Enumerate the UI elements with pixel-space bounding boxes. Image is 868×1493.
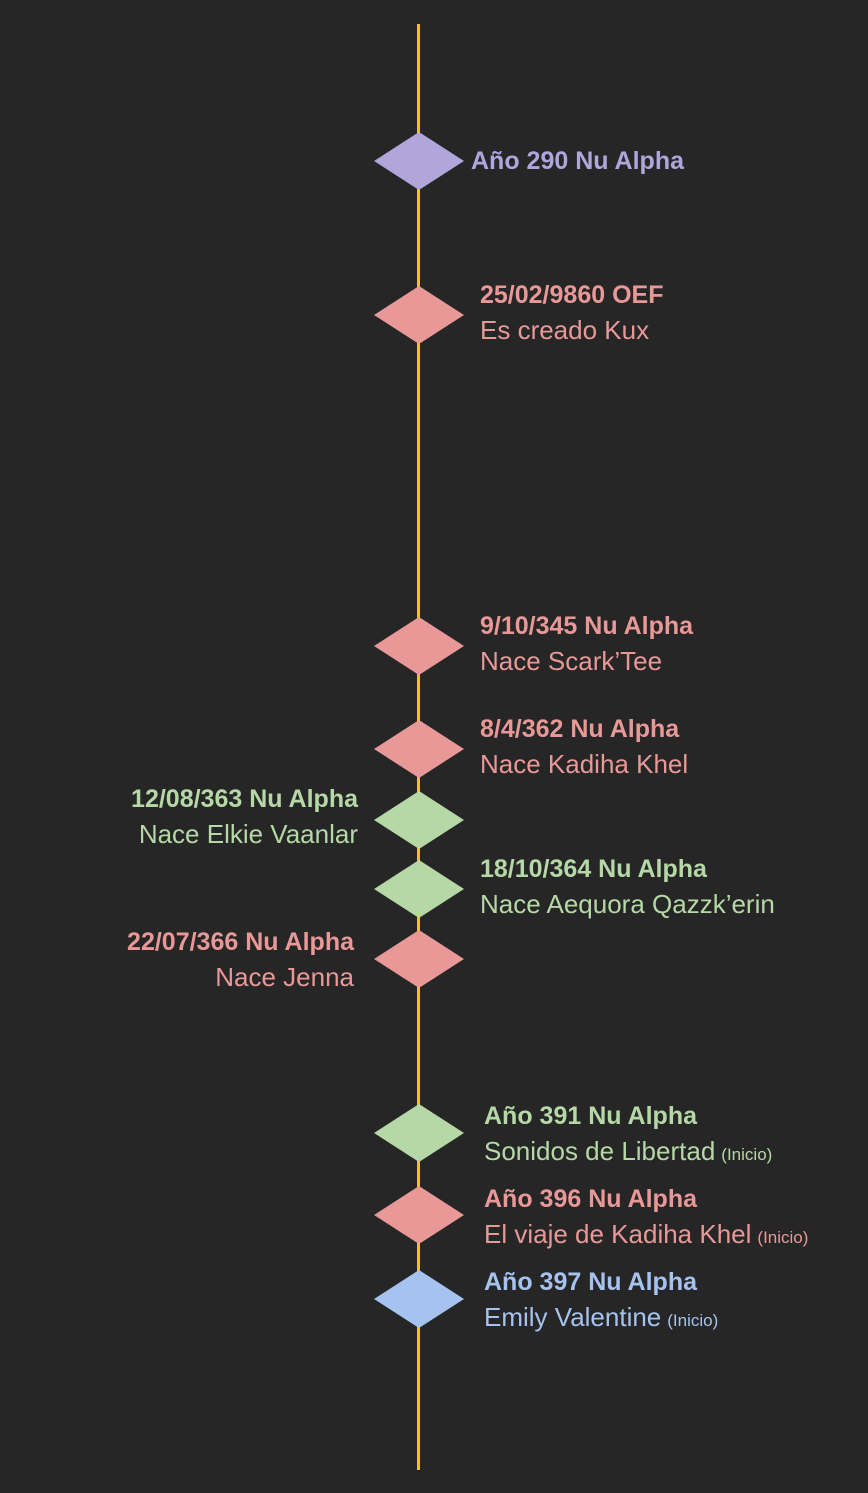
event-description-text: Nace Elkie Vaanlar	[138, 819, 358, 849]
event-date: Año 397 Nu Alpha	[484, 1268, 697, 1296]
event-description: Sonidos de Libertad (Inicio)	[484, 1133, 772, 1173]
event-description-text: Es creado Kux	[480, 315, 650, 345]
event-date: 12/08/363 Nu Alpha	[131, 785, 358, 813]
diamond-shape	[374, 617, 464, 675]
event-description-text: Nace Aequora Qazzk’erin	[480, 889, 775, 919]
event-description-text: Nace Scark’Tee	[480, 646, 663, 676]
event-description-text: Sonidos de Libertad	[484, 1136, 716, 1166]
event-description-text: Nace Kadiha Khel	[480, 749, 689, 779]
event-description: Emily Valentine (Inicio)	[484, 1299, 718, 1339]
event-description: Nace Aequora Qazzk’erin	[480, 886, 775, 922]
event-diamond-18-10-364-nu-alpha	[374, 860, 464, 918]
event-date: Año 396 Nu Alpha	[484, 1185, 697, 1213]
event-diamond-ano-396-nu-alpha	[374, 1186, 464, 1244]
event-note: (Inicio)	[667, 1311, 719, 1330]
event-note: (Inicio)	[757, 1228, 809, 1247]
event-diamond-22-07-366-nu-alpha	[374, 930, 464, 988]
diamond-shape	[374, 1104, 464, 1162]
event-diamond-ano-397-nu-alpha	[374, 1270, 464, 1328]
event-description: Nace Elkie Vaanlar	[131, 816, 358, 852]
event-diamond-9-10-345-nu-alpha	[374, 617, 464, 675]
diamond-shape	[374, 1186, 464, 1244]
diamond-shape	[374, 720, 464, 778]
event-description: Es creado Kux	[480, 312, 663, 348]
event-date: Año 391 Nu Alpha	[484, 1102, 697, 1130]
event-description: El viaje de Kadiha Khel (Inicio)	[484, 1216, 808, 1256]
event-date: 18/10/364 Nu Alpha	[480, 855, 707, 883]
diamond-shape	[374, 1270, 464, 1328]
diamond-shape	[374, 930, 464, 988]
event-label-ano-396-nu-alpha: Año 396 Nu Alpha El viaje de Kadiha Khel (…	[484, 1182, 808, 1256]
event-date: 8/4/362 Nu Alpha	[480, 715, 680, 743]
event-description: Nace Kadiha Khel	[480, 746, 688, 782]
event-date: 9/10/345 Nu Alpha	[480, 612, 694, 640]
event-description: Nace Jenna	[127, 959, 354, 995]
event-label-ano-290-nu-alpha: Año 290 Nu Alpha	[471, 144, 684, 178]
event-diamond-25-02-9860-oef	[374, 286, 464, 344]
diamond-shape	[374, 791, 464, 849]
event-description: Nace Scark’Tee	[480, 643, 693, 679]
event-diamond-8-4-362-nu-alpha	[374, 720, 464, 778]
event-diamond-ano-290-nu-alpha	[374, 132, 464, 190]
event-label-25-02-9860-oef: 25/02/9860 OEF Es creado Kux	[480, 278, 663, 348]
event-diamond-ano-391-nu-alpha	[374, 1104, 464, 1162]
event-note: (Inicio)	[721, 1145, 773, 1164]
diamond-shape	[374, 860, 464, 918]
diamond-shape	[374, 132, 464, 190]
event-date: Año 290 Nu Alpha	[471, 147, 684, 175]
event-description-text: El viaje de Kadiha Khel	[484, 1219, 752, 1249]
event-description-text: Emily Valentine	[484, 1302, 662, 1332]
event-description-text: Nace Jenna	[215, 962, 354, 992]
event-diamond-12-08-363-nu-alpha	[374, 791, 464, 849]
event-date: 22/07/366 Nu Alpha	[127, 928, 354, 956]
diamond-shape	[374, 286, 464, 344]
event-date: 25/02/9860 OEF	[480, 281, 664, 309]
